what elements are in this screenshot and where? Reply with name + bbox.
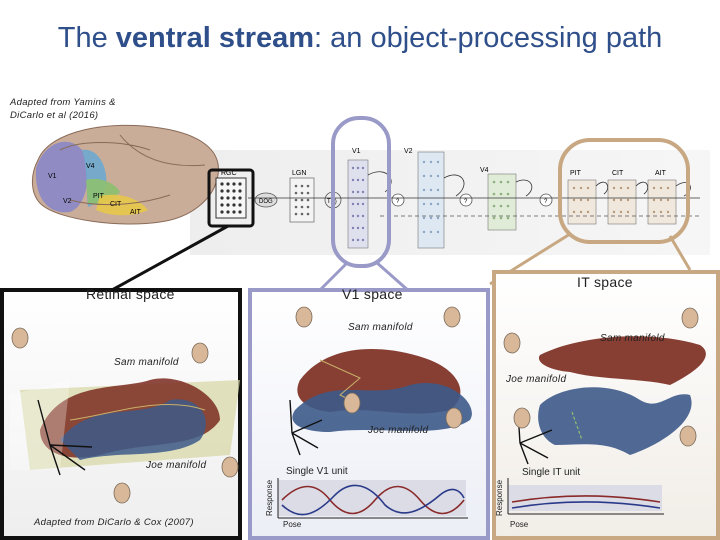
v1-plot-ylabel: Response xyxy=(265,479,274,516)
stage-label-cit: CIT xyxy=(612,170,624,177)
v1-axes xyxy=(289,399,323,456)
op-label-dog: DOG xyxy=(259,199,273,205)
brain-label-v1: V1 xyxy=(48,173,57,180)
it-plot-xlabel: Pose xyxy=(510,520,529,529)
face-icon-joe-retinal-2 xyxy=(113,482,131,504)
face-icon-sam-v1 xyxy=(295,306,313,328)
face-icon-joe-it xyxy=(513,407,531,429)
op-label-q1: ? xyxy=(396,199,400,205)
stage-label-v2: V2 xyxy=(404,148,413,155)
retinal-manifolds xyxy=(10,378,240,470)
v1-unit-plot xyxy=(277,478,468,519)
it-unit-plot xyxy=(507,478,664,515)
v1-unit-title: Single V1 unit xyxy=(286,466,348,477)
top-citation: Adapted from Yamins & DiCarlo et al (201… xyxy=(10,96,116,122)
it-sam-manifold-label: Sam manifold xyxy=(600,333,665,344)
it-manifolds xyxy=(538,336,706,455)
face-icon-joe-v1 xyxy=(343,392,361,414)
stage-cit xyxy=(607,179,637,225)
brain-label-ait: AIT xyxy=(130,209,142,216)
top-citation-line1: Adapted from Yamins & xyxy=(10,97,116,108)
stage-label-rgc: RGC xyxy=(221,170,237,177)
retinal-callout-line xyxy=(111,224,229,292)
it-space-label: IT space xyxy=(577,274,633,290)
bottom-citation: Adapted from DiCarlo & Cox (2007) xyxy=(34,517,194,528)
title-emphasis: ventral stream xyxy=(115,22,315,54)
brain-label-v2: V2 xyxy=(63,198,72,205)
face-icon-joe-v1-2 xyxy=(445,407,463,429)
monkey-brain: V1 V4 V2 PIT CIT AIT xyxy=(32,124,219,225)
stage-v4 xyxy=(487,173,517,231)
stage-label-lgn: LGN xyxy=(292,170,306,177)
v1-space-label: V1 space xyxy=(342,286,403,302)
face-icon-sam-v1-2 xyxy=(443,306,461,328)
brain-label-cit: CIT xyxy=(110,201,122,208)
retinal-joe-manifold-label: Joe manifold xyxy=(146,460,207,471)
top-citation-line2: DiCarlo et al (2016) xyxy=(10,110,99,121)
slide-title: The ventral stream: an object-processing… xyxy=(57,22,663,54)
stage-ait xyxy=(647,179,677,225)
pipeline: RGC DOG LGN T(•) V1 xyxy=(215,148,700,249)
it-highlight-outline xyxy=(558,138,690,244)
op-q2 xyxy=(459,193,473,207)
face-icon-sam-it-2 xyxy=(681,307,699,329)
retinal-sam-manifold-label: Sam manifold xyxy=(114,357,179,368)
stage-label-pit: PIT xyxy=(570,170,582,177)
v1-callout-line-2 xyxy=(375,260,411,294)
face-icon-sam-retinal-2 xyxy=(191,342,209,364)
v1-sam-manifold-label: Sam manifold xyxy=(348,322,413,333)
retinal-axes xyxy=(37,399,93,476)
v1-highlight-outline xyxy=(331,116,391,268)
op-label-q2: ? xyxy=(464,199,468,205)
it-unit-title: Single IT unit xyxy=(522,467,581,478)
stage-label-ait: AIT xyxy=(655,170,667,177)
face-icon-sam-retinal xyxy=(11,327,29,349)
brain-label-v4: V4 xyxy=(86,163,95,170)
stage-pit xyxy=(567,179,597,225)
stage-label-v1: V1 xyxy=(352,148,361,155)
op-dog xyxy=(254,192,278,208)
stage-v2 xyxy=(417,151,445,249)
v1-manifolds xyxy=(292,348,472,432)
stage-label-v4: V4 xyxy=(480,167,489,174)
op-q3 xyxy=(539,193,553,207)
face-icon-sam-it xyxy=(503,332,521,354)
it-joe-manifold-label: Joe manifold xyxy=(506,374,567,385)
rgc-highlight-outline xyxy=(207,168,255,228)
face-icon-joe-it-2 xyxy=(679,425,697,447)
brain-label-pit: PIT xyxy=(93,193,105,200)
v1-joe-manifold-label: Joe manifold xyxy=(368,425,429,436)
v1-callout-line xyxy=(316,260,350,294)
face-icons xyxy=(11,306,699,504)
op-label-q3: ? xyxy=(544,199,548,205)
retinal-space-label: Retinal space xyxy=(86,286,175,302)
v1-plot-xlabel: Pose xyxy=(283,520,302,529)
op-q1 xyxy=(391,193,405,207)
it-plot-ylabel: Response xyxy=(495,479,504,516)
it-callout-line-2 xyxy=(668,235,692,271)
face-icon-joe-retinal xyxy=(221,456,239,478)
